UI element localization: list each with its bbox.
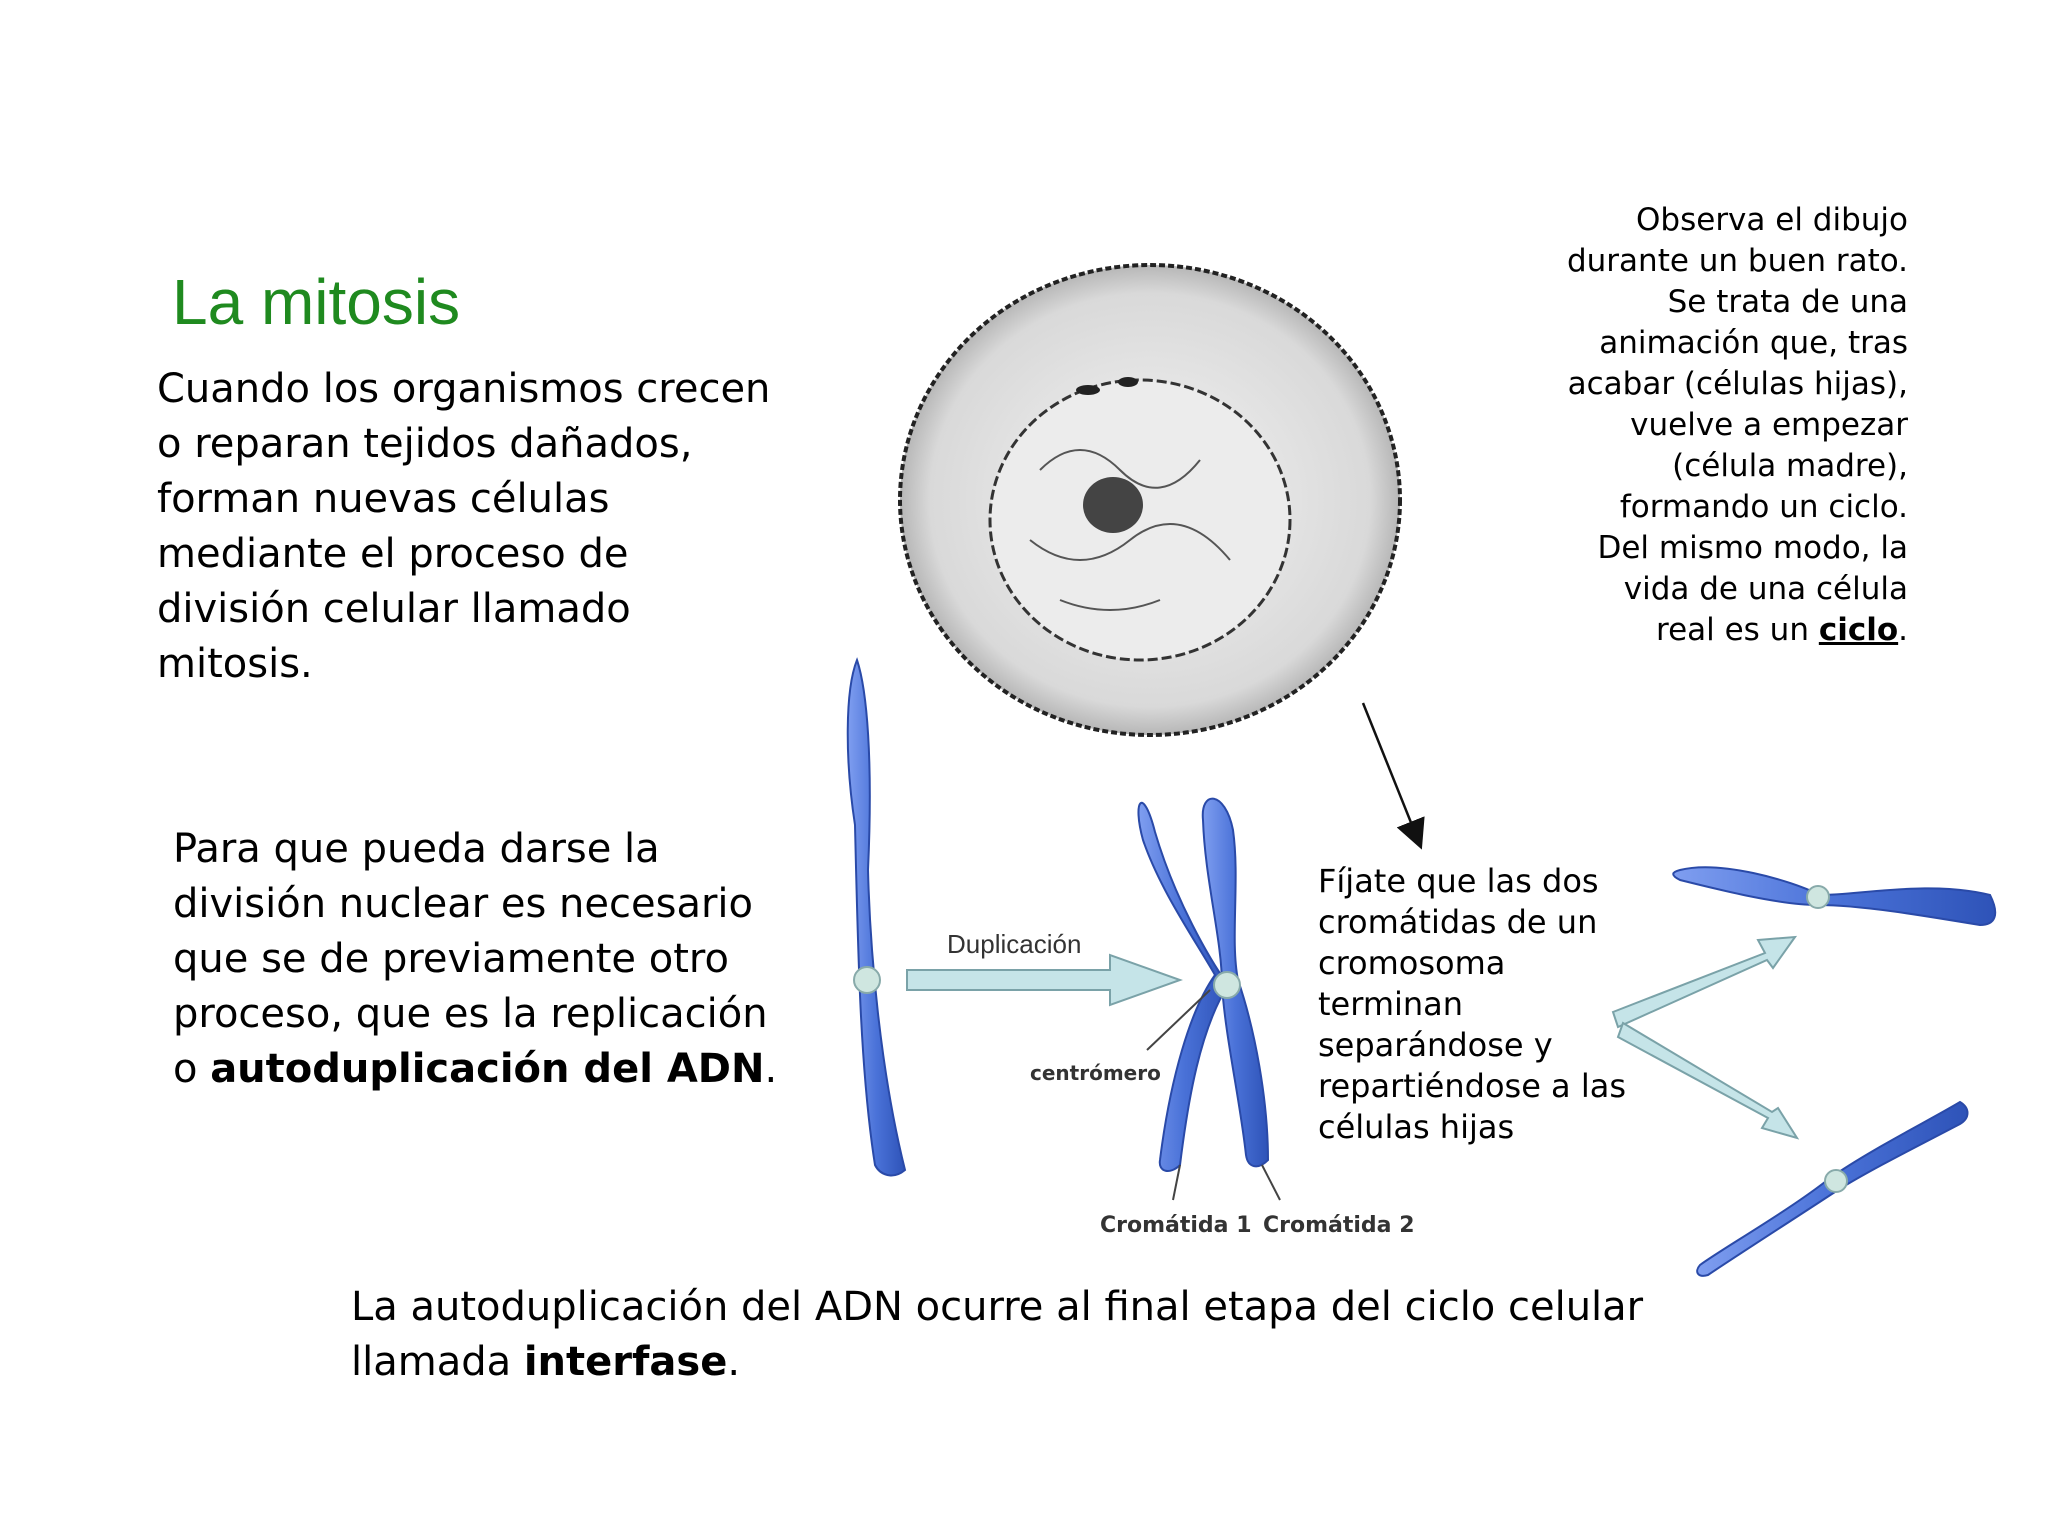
separation-arrow-up (1611, 935, 1798, 1029)
replication-paragraph: Para que pueda darse la división nuclear… (173, 822, 793, 1097)
daughter-chromatid-bottom (1696, 1100, 1969, 1277)
pointer-arrow (1361, 702, 1425, 850)
slide-title: La mitosis (172, 266, 461, 338)
conclusion-text: La autoduplicación del ADN ocurre al fin… (351, 1284, 1644, 1385)
note-bold: ciclo (1818, 612, 1899, 648)
chromatid-note: Fíjate que las dos cromátidas de un crom… (1318, 862, 1626, 1146)
replication-end: . (764, 1046, 778, 1092)
centromere-pointer (1146, 989, 1211, 1051)
daughter-centromere-bottom (1824, 1169, 1848, 1193)
conclusion-end: . (727, 1339, 741, 1385)
centromere-dot (853, 966, 881, 994)
duplicated-centromere (1213, 971, 1241, 999)
daughter-centromere-top (1806, 885, 1830, 909)
chromatid2-pointer (1261, 1164, 1281, 1201)
nucleus (988, 378, 1292, 662)
chromatid1-pointer (1172, 1164, 1181, 1201)
daughter-chromatid-top (1672, 866, 1997, 927)
conclusion-paragraph: La autoduplicación del ADN ocurre al fin… (351, 1280, 1651, 1390)
note-end: . (1898, 612, 1908, 648)
replication-bold: autoduplicación del ADN (210, 1046, 765, 1092)
separation-arrow-down (1616, 1021, 1800, 1140)
note-text: Observa el dibujo durante un buen rato. … (1566, 202, 1908, 648)
nucleolus (1083, 477, 1143, 533)
duplication-arrow (906, 953, 1183, 1007)
duplication-label: Duplicación (947, 929, 1081, 959)
single-chromosome (846, 657, 907, 1177)
chromatid2-label: Cromátida 2 (1263, 1213, 1415, 1238)
duplicated-chromosome (1137, 797, 1270, 1172)
chromatid1-label: Cromátida 1 (1100, 1213, 1252, 1238)
cell-drawing (898, 263, 1402, 737)
replication-text: Para que pueda darse la división nuclear… (173, 826, 768, 1092)
observation-note: Observa el dibujo durante un buen rato. … (1560, 200, 1908, 651)
conclusion-bold: interfase (523, 1339, 728, 1385)
centromere-label: centrómero (1030, 1061, 1161, 1085)
intro-paragraph: Cuando los organismos crecen o reparan t… (157, 366, 771, 687)
